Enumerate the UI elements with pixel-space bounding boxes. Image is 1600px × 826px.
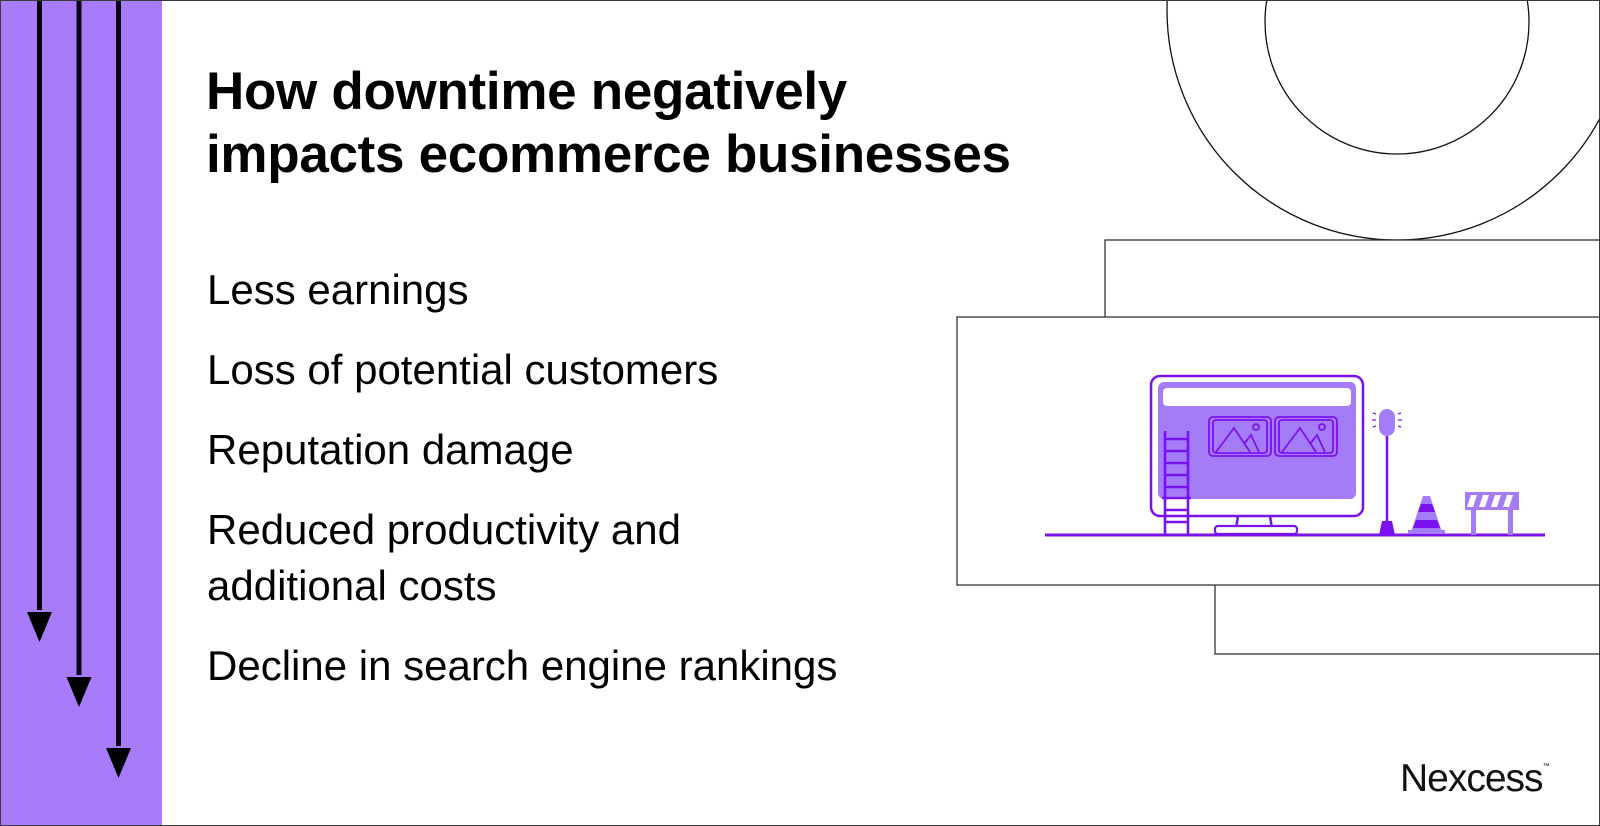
list-item-text-continued: additional costs bbox=[207, 562, 497, 609]
brand-name: Nexcess bbox=[1400, 757, 1544, 800]
page-title: How downtime negatively impacts ecommerc… bbox=[206, 60, 1166, 186]
stacked-frames-decoration bbox=[956, 239, 1600, 655]
sidebar-panel bbox=[0, 0, 162, 826]
down-arrow-icon bbox=[106, 0, 131, 778]
down-arrow-icon bbox=[66, 0, 92, 707]
list-item-text: Reputation damage bbox=[207, 426, 574, 473]
traffic-cone-icon bbox=[1408, 496, 1445, 534]
concentric-circles-decoration bbox=[1166, 0, 1600, 241]
list-item: Loss of potential customers bbox=[207, 342, 718, 398]
list-item: Reduced productivity and additional cost… bbox=[207, 502, 681, 614]
list-item: Less earnings bbox=[207, 262, 469, 318]
ladder-icon bbox=[1162, 431, 1191, 535]
down-arrow-icon bbox=[27, 0, 52, 642]
list-item-text: Decline in search engine rankings bbox=[207, 642, 838, 689]
list-item-text: Less earnings bbox=[207, 266, 469, 313]
monitor-icon bbox=[1149, 374, 1365, 536]
list-item: Reputation damage bbox=[207, 422, 574, 478]
road-barrier-icon bbox=[1465, 492, 1519, 535]
warning-light-icon bbox=[1372, 409, 1402, 535]
brand-logo: Nexcess™ bbox=[1400, 757, 1550, 801]
title-line-1: How downtime negatively bbox=[206, 62, 847, 121]
list-item-text: Loss of potential customers bbox=[207, 346, 719, 393]
title-line-2: impacts ecommerce businesses bbox=[206, 125, 1011, 184]
list-item-text: Reduced productivity and bbox=[207, 506, 681, 553]
list-item: Decline in search engine rankings bbox=[207, 638, 837, 694]
down-arrows-decoration bbox=[27, 0, 131, 778]
trademark-symbol: ™ bbox=[1542, 763, 1550, 770]
